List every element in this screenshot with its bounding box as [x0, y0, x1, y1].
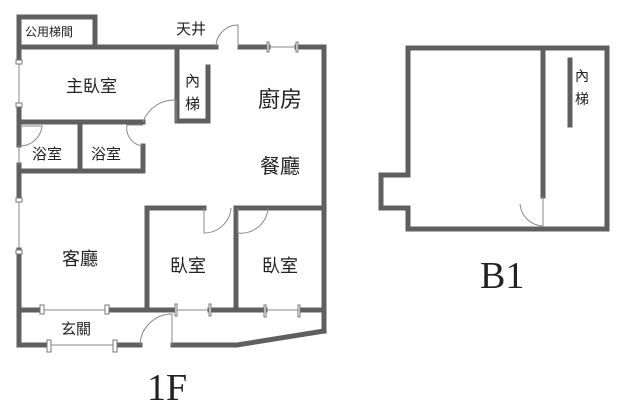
- floor-1f-windows: [15, 41, 301, 353]
- b1-label-inner-stairs-2: 梯: [575, 92, 589, 108]
- floor-1f-walls: [16, 14, 327, 348]
- room-label-kitchen: 廚房: [258, 88, 303, 113]
- room-label-inner-stairs-2: 梯: [185, 95, 201, 113]
- floor-b1-walls: [378, 45, 610, 232]
- room-label-bedroom-2: 臥室: [262, 256, 298, 277]
- room-label-living: 客廳: [62, 249, 98, 270]
- room-label-stairwell: 公用梯間: [25, 25, 74, 39]
- room-label-master-bedroom: 主臥室: [66, 77, 117, 97]
- floor-title-b1: B1: [480, 255, 525, 297]
- floor-1f-doors: [19, 24, 269, 346]
- room-label-bedroom-1: 臥室: [170, 256, 206, 277]
- room-label-dining: 餐廳: [260, 154, 300, 178]
- room-label-bath-1: 浴室: [32, 145, 63, 163]
- room-label-foyer: 玄關: [61, 320, 92, 338]
- room-label-bath-2: 浴室: [91, 145, 122, 163]
- floor-title-1f: 1F: [147, 367, 188, 409]
- room-label-inner-stairs-1: 內: [185, 72, 201, 90]
- room-label-skylight: 天井: [176, 20, 207, 38]
- b1-label-inner-stairs-1: 內: [575, 69, 589, 85]
